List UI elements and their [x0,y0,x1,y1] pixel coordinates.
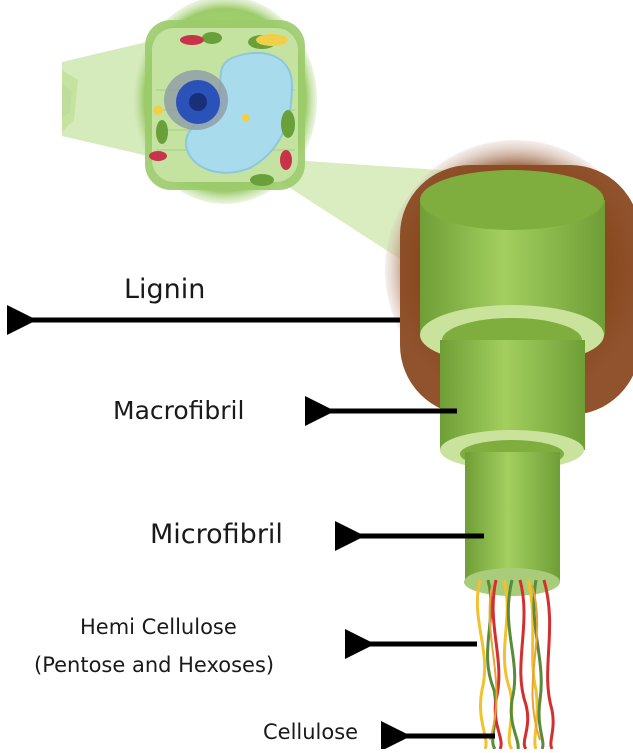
cellulose-label: Cellulose [263,722,358,743]
microfibril-label: Microfibril [150,521,283,548]
lignin-label: Lignin [124,276,205,303]
hemicellulose-sublabel: (Pentose and Hexoses) [34,655,274,676]
outer-fibril-cylinder [420,170,605,365]
macrofibril-label: Macrofibril [113,398,244,423]
macrofibril-cylinder [440,340,585,470]
microfibril-cylinder [464,452,560,596]
hemicellulose-label: Hemi Cellulose [80,617,237,638]
plant-cell-illustration [133,0,317,204]
cellulose-strands [477,580,553,749]
